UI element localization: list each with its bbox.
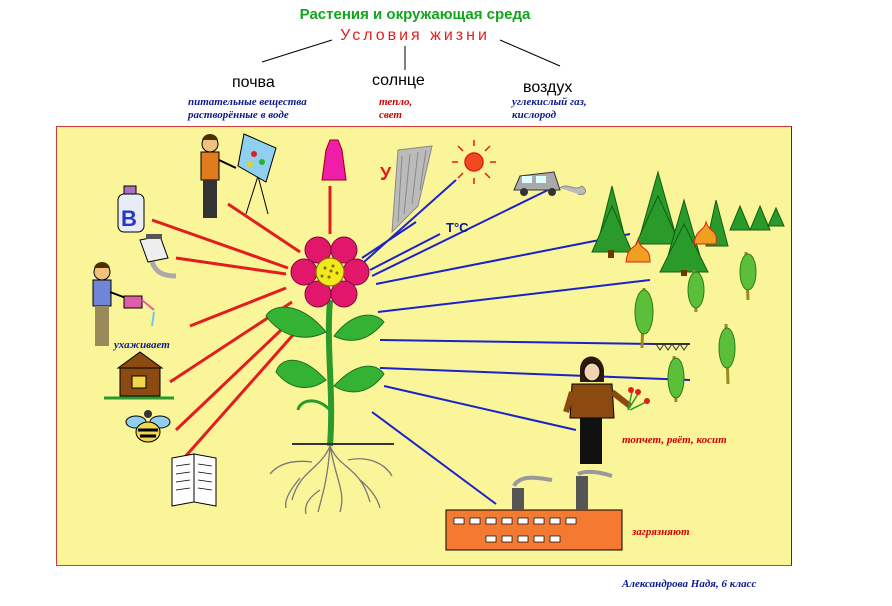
gardener-watering-figure	[92, 262, 155, 346]
condition-soil-note-line2: растворённые в воде	[188, 109, 289, 121]
condition-air-label: воздух	[523, 79, 573, 96]
fertilizer-jar-icon	[117, 185, 145, 233]
annotation-tramples: топчет, рвёт, косит	[622, 434, 727, 446]
sunlight-beam-icon	[391, 145, 433, 234]
car-icon	[513, 171, 586, 196]
sun-icon	[452, 140, 496, 184]
book-icon	[171, 453, 217, 507]
ultraviolet-symbol: У	[380, 164, 392, 184]
condition-sun-note: тепло, свет	[379, 96, 412, 122]
factory-icon	[445, 469, 623, 551]
destroyer-figure	[563, 356, 650, 464]
vitamin-symbol: В	[121, 206, 137, 231]
negative-factor-lines	[361, 179, 691, 505]
condition-sun-note-line2: свет	[379, 109, 402, 121]
condition-soil-note: питательные вещества растворённые в воде	[188, 96, 307, 122]
annotation-pollutes: загрязняют	[632, 526, 690, 538]
bee-icon	[125, 410, 171, 443]
diagram-subtitle: Условия жизни	[340, 27, 490, 44]
coniferous-forest	[591, 170, 785, 276]
condition-air-note: углекислый газ, кислород	[512, 96, 587, 122]
dress-icon	[321, 139, 347, 181]
forest-fire-icon	[625, 220, 717, 263]
condition-soil-label: почва	[232, 74, 275, 91]
deciduous-trees	[634, 251, 757, 403]
author-credit: Александрова Надя, 6 класс	[622, 578, 757, 590]
temperature-symbol: T°C	[446, 220, 469, 235]
fertilizer-bag-icon	[139, 234, 177, 279]
diagram-title: Растения и окружающая среда	[299, 6, 531, 23]
artist-figure	[200, 133, 277, 218]
house-icon	[104, 351, 174, 400]
condition-sun-label: солнце	[372, 72, 425, 89]
condition-sun-note-line1: тепло,	[379, 96, 413, 108]
annotation-cares: ухаживает	[114, 339, 170, 351]
header-branches	[261, 39, 561, 70]
flower-plant	[265, 236, 394, 515]
condition-air-note-line2: кислород	[512, 109, 557, 121]
saw-icon	[654, 343, 690, 351]
condition-air-note-line1: углекислый газ,	[512, 96, 587, 108]
condition-soil-note-line1: питательные вещества	[188, 96, 307, 108]
